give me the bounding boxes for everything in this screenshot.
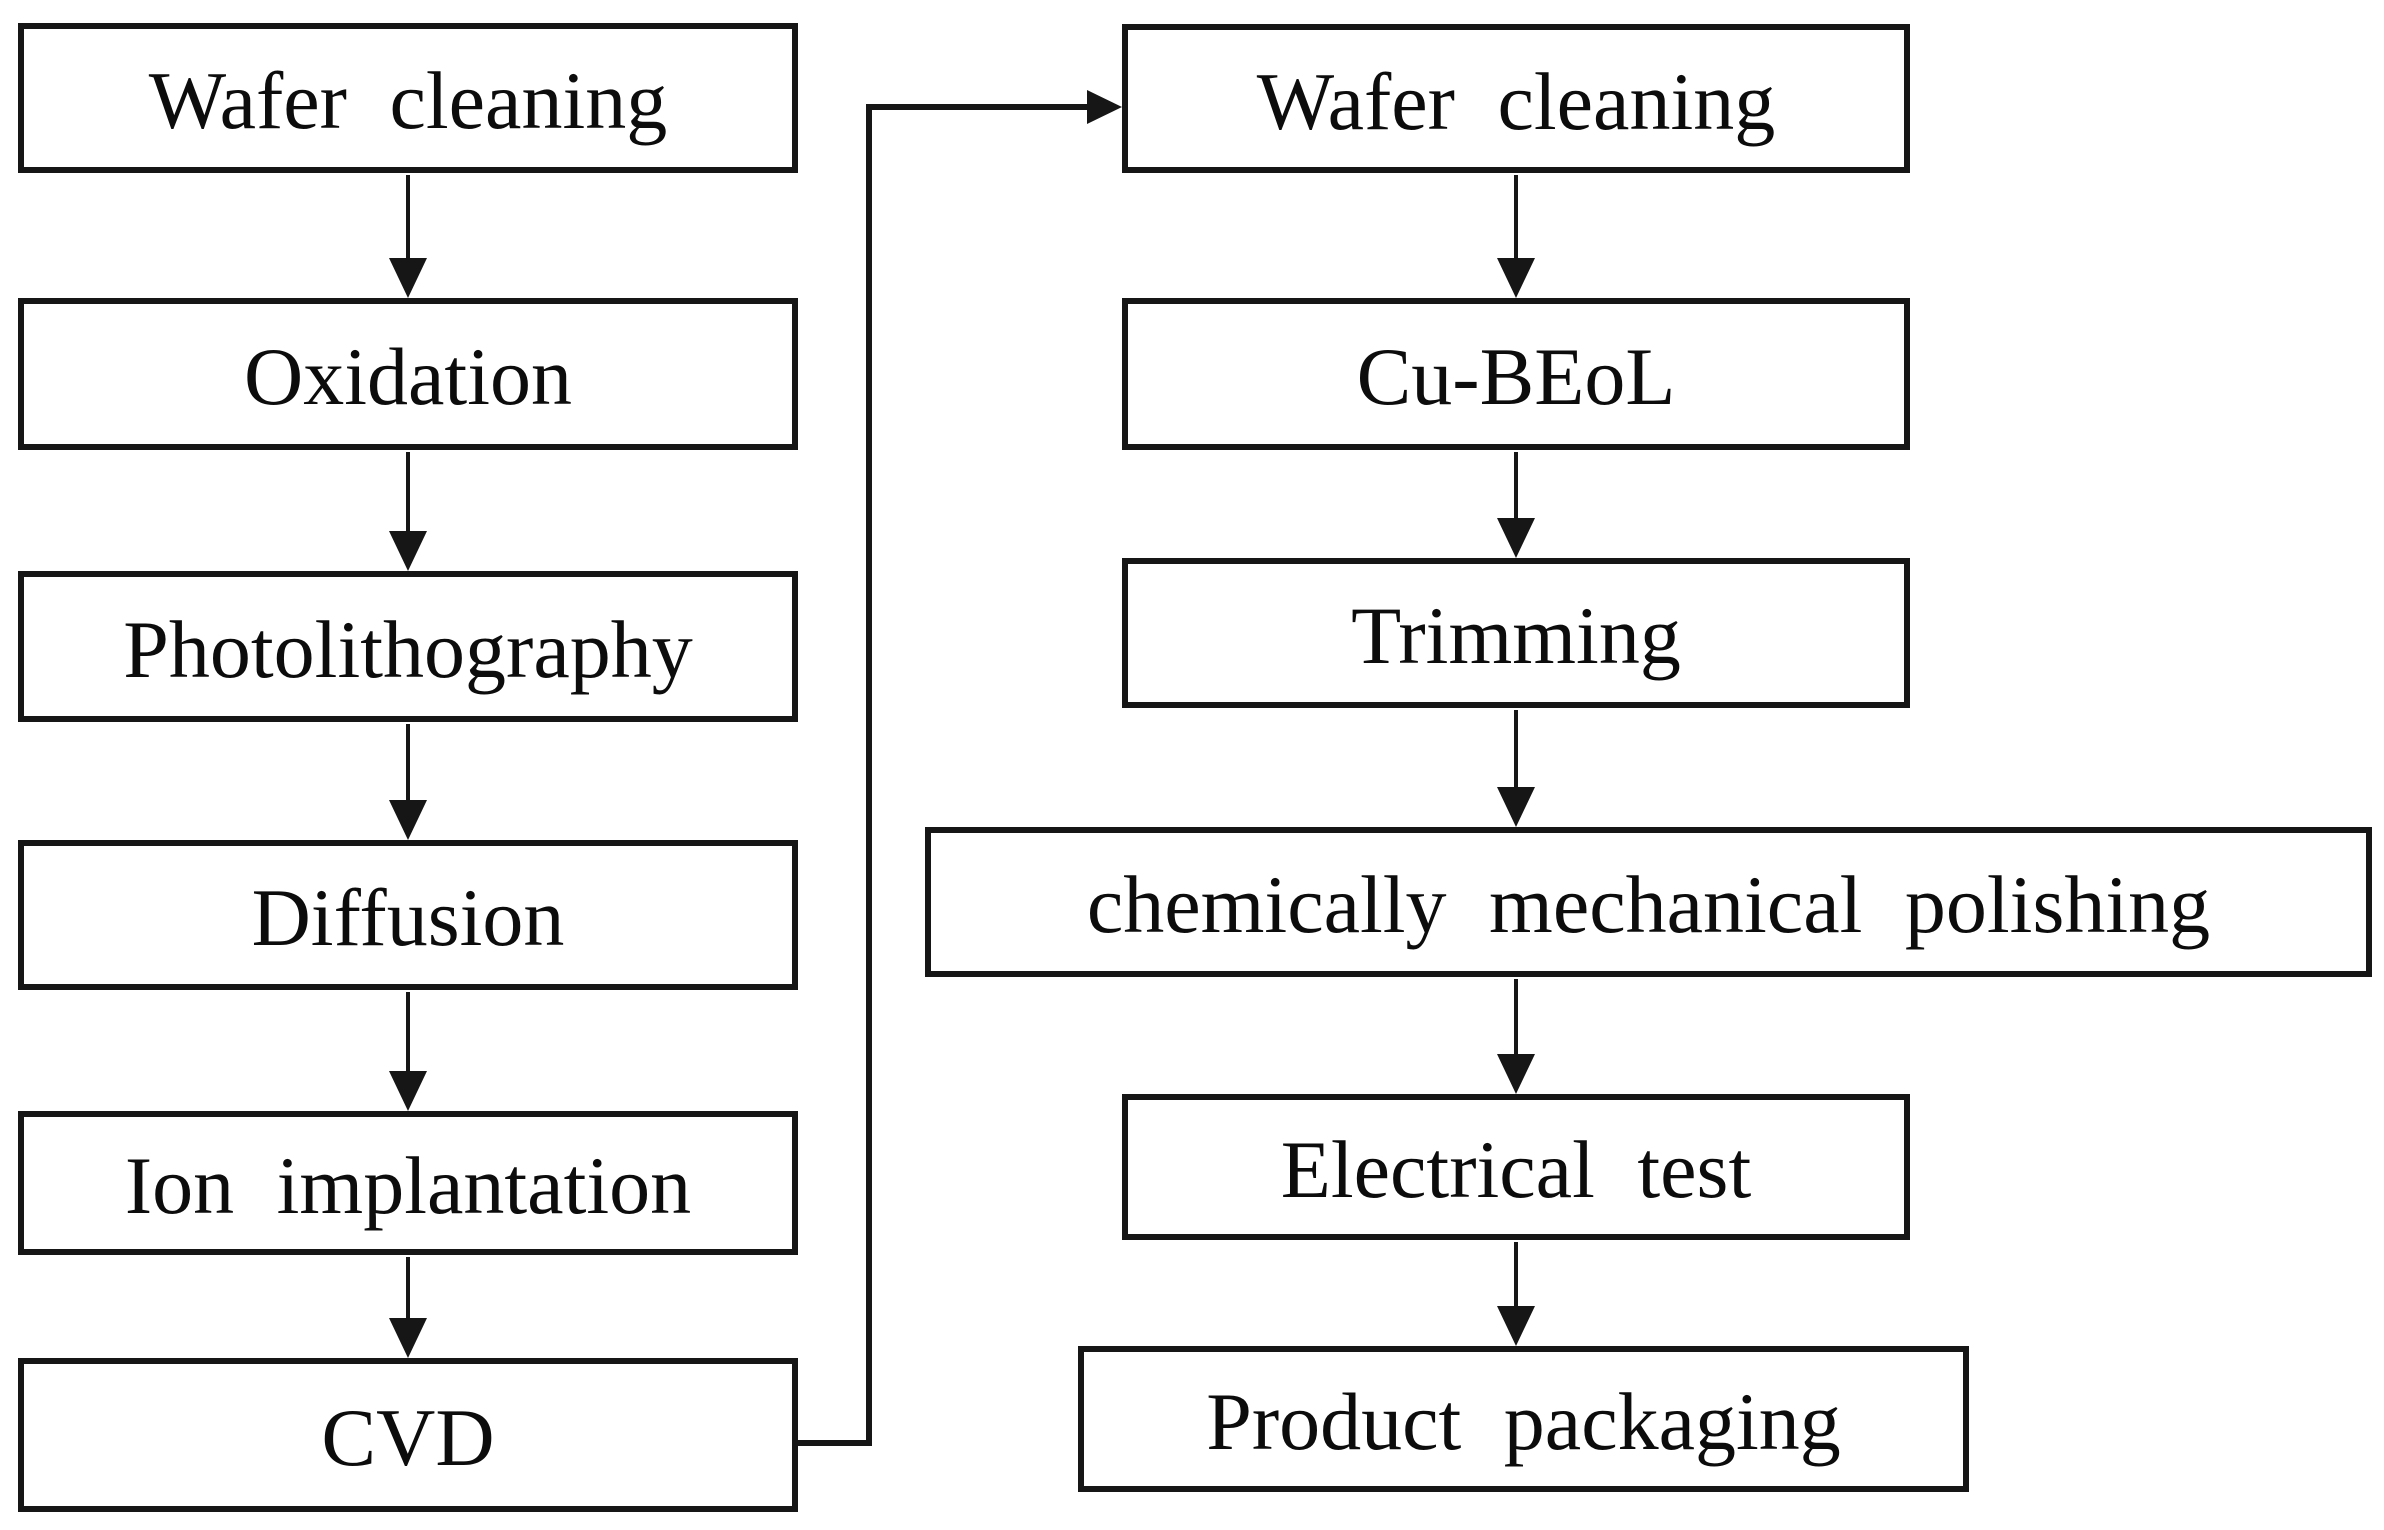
arrow-electrical-test-to-product-packaging: [1497, 1242, 1535, 1346]
flow-step-cvd: CVD: [18, 1358, 798, 1512]
arrow-ion-implantation-to-cvd: [389, 1257, 427, 1358]
flow-step-wafer-cleaning-back: Wafer cleaning: [1122, 24, 1910, 173]
arrow-trimming-to-cmp: [1497, 710, 1535, 827]
arrow-diffusion-to-ion-implantation: [389, 992, 427, 1111]
arrow-cmp-to-electrical-test: [1497, 979, 1535, 1094]
flow-step-label: Oxidation: [244, 331, 572, 422]
arrow-photolithography-to-diffusion: [389, 724, 427, 840]
flow-step-trimming: Trimming: [1122, 558, 1910, 708]
flow-step-label: Wafer cleaning: [1256, 55, 1776, 147]
flow-step-label: Diffusion: [251, 872, 565, 963]
flow-step-ion-implantation: Ion implantation: [18, 1111, 798, 1255]
elbow-arrow-cvd-to-wafer-cleaning: [798, 90, 1122, 1446]
flow-step-oxidation: Oxidation: [18, 298, 798, 450]
arrow-wafer-cleaning-to-oxidation: [389, 175, 427, 298]
flow-step-photolithography: Photolithography: [18, 571, 798, 722]
flow-step-cu-beol: Cu-BEoL: [1122, 298, 1910, 450]
flow-step-label: Trimming: [1351, 590, 1681, 681]
arrow-wafer-cleaning-to-cu-beol: [1497, 175, 1535, 298]
arrow-oxidation-to-photolithography: [389, 452, 427, 571]
flow-step-wafer-cleaning-front: Wafer cleaning: [18, 23, 798, 173]
flow-step-label: Photolithography: [123, 603, 693, 695]
arrow-cu-beol-to-trimming: [1497, 452, 1535, 558]
flow-step-label: Electrical test: [1280, 1124, 1752, 1215]
flow-step-label: CVD: [321, 1392, 495, 1483]
flow-step-diffusion: Diffusion: [18, 840, 798, 990]
flow-step-label: Product packaging: [1206, 1376, 1841, 1467]
flow-step-chemical-mechanical-polishing: chemically mechanical polishing: [925, 827, 2372, 977]
flow-step-label: Cu-BEoL: [1356, 331, 1676, 422]
flow-step-product-packaging: Product packaging: [1078, 1346, 1969, 1492]
flow-step-label: Ion implantation: [124, 1140, 692, 1231]
flow-step-label: Wafer cleaning: [148, 55, 668, 146]
flow-step-electrical-test: Electrical test: [1122, 1094, 1910, 1240]
flow-step-label: chemically mechanical polishing: [1086, 859, 2211, 950]
